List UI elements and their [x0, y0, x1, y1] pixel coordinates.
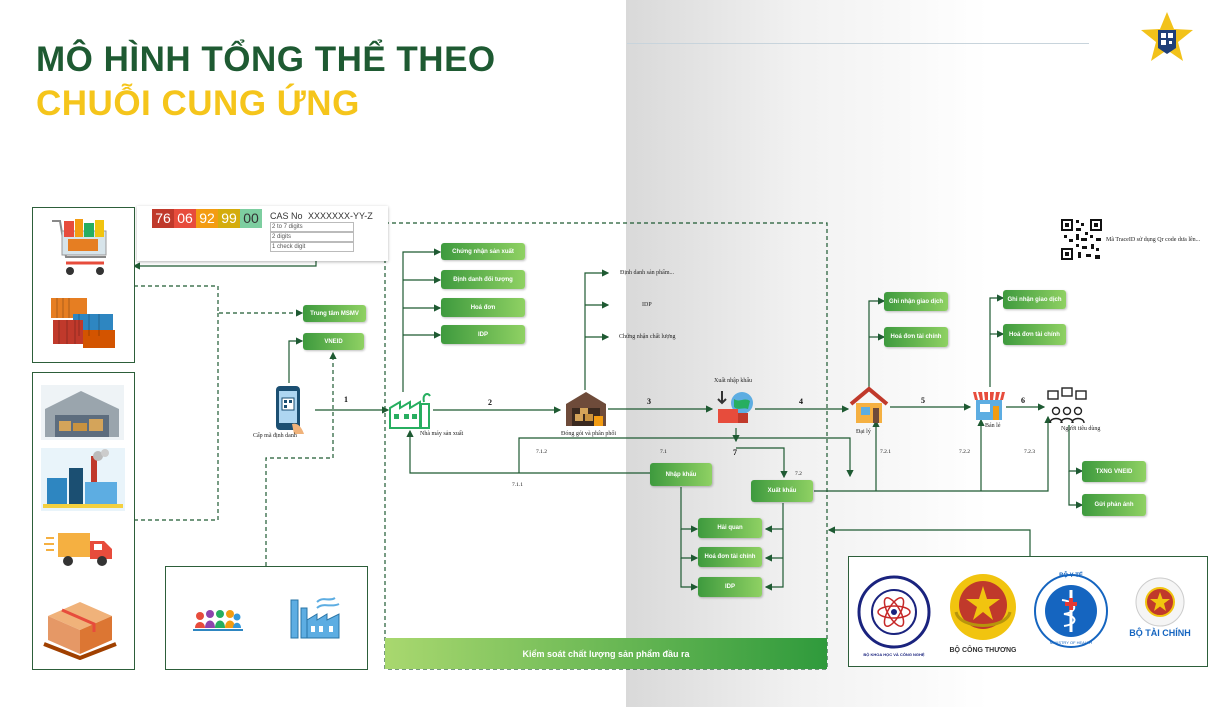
- cargo-pallet-icon: [43, 602, 117, 660]
- retail-shop-icon: [973, 391, 1005, 420]
- step-2: 2: [488, 398, 492, 407]
- retail-output-transaction: Ghi nhận giao dịch: [1003, 290, 1066, 309]
- sub-step-7-2: 7.2: [795, 471, 802, 477]
- digit-cell: 00: [240, 209, 262, 228]
- sub-step-7-2-2: 7.2.2: [959, 449, 970, 455]
- customs-box: Hải quan: [698, 518, 762, 538]
- ms-center-box: Trung tâm MSMV: [303, 305, 366, 322]
- packing-output-product-id: Định danh sản phẩm...: [620, 270, 674, 276]
- step-7: 7: [733, 448, 737, 457]
- customs-financial-invoice-box: Hoá đơn tài chính: [698, 547, 762, 567]
- delivery-truck-icon: [44, 533, 112, 566]
- step-5: 5: [921, 396, 925, 405]
- industrial-plant-icon: [41, 448, 125, 511]
- page-subtitle: CHUỖI CUNG ỨNG: [36, 84, 360, 123]
- import-box: Nhập khẩu: [650, 463, 712, 486]
- factory-output-production-cert: Chứng nhận sản xuất: [441, 243, 525, 260]
- import-export-icon: [717, 391, 753, 423]
- digit-cell: 99: [218, 209, 240, 228]
- packing-warehouse-icon: [566, 392, 606, 426]
- packing-output-idp: IDP: [642, 302, 652, 308]
- digit-cell: 92: [196, 209, 218, 228]
- ministry-trade-name: BỘ CÔNG THƯƠNG: [949, 647, 1017, 654]
- cas-row: 2 to 7 digits: [270, 222, 354, 232]
- sub-step-7-1: 7.1: [660, 449, 667, 455]
- ministry-finance-logo: [1135, 577, 1185, 627]
- phone-label: Cấp mã định danh: [253, 433, 297, 439]
- traceid-qr-code-icon: [1060, 218, 1103, 261]
- retail-label: Bán lẻ: [985, 423, 1001, 429]
- factory-output-idp: IDP: [441, 325, 525, 344]
- people-group-icon: [193, 610, 243, 631]
- sub-step-7-1-1: 7.1.1: [512, 482, 523, 488]
- step-3: 3: [647, 397, 651, 406]
- factory-blueprint-icon: [290, 597, 340, 639]
- ministry-trade-logo: [950, 574, 1016, 640]
- retail-output-financial-invoice: Hoá đơn tài chính: [1003, 324, 1066, 345]
- consumers-icon: [1047, 387, 1087, 424]
- digit-cell: 06: [174, 209, 196, 228]
- step-4: 4: [799, 397, 803, 406]
- import-export-label: Xuất nhập khẩu: [714, 378, 752, 384]
- factory-output-invoice: Hoá đơn: [441, 298, 525, 317]
- factory-output-object-id: Định danh đối tượng: [441, 270, 525, 289]
- header-divider: [627, 43, 1089, 44]
- sub-step-7-1-2: 7.1.2: [536, 449, 547, 455]
- quality-control-bar: Kiểm soát chất lượng sản phẩm đầu ra: [385, 638, 827, 669]
- vneid-box: VNEID: [303, 333, 364, 350]
- consumer-label: Người tiêu dùng: [1061, 426, 1101, 432]
- digit-cell: 76: [152, 209, 174, 228]
- sub-step-7-2-3: 7.2.3: [1024, 449, 1035, 455]
- warehouse-icon: [41, 385, 124, 440]
- factory-label: Nhà máy sản xuất: [420, 431, 464, 437]
- cas-row: 1 check digit: [270, 242, 354, 252]
- packing-label: Đóng gói và phân phối: [561, 431, 616, 437]
- cas-format: XXXXXXX-YY-Z: [308, 211, 373, 221]
- ministry-health-name-bottom: MINISTRY OF HEALTH: [1049, 640, 1093, 645]
- agent-label: Đại lý: [856, 429, 871, 435]
- step-6: 6: [1021, 396, 1025, 405]
- cas-row: 2 digits: [270, 232, 354, 242]
- consumer-output-feedback: Gửi phản ánh: [1082, 494, 1146, 516]
- check-digit-strip: 76 06 92 99 00: [152, 209, 262, 228]
- ministry-finance-name: BỘ TÀI CHÍNH: [1129, 628, 1191, 638]
- ministry-health-name-top: BỘ Y TẾ: [1059, 573, 1083, 579]
- export-box: Xuất khẩu: [751, 480, 813, 502]
- ministry-science-logo: [857, 575, 931, 649]
- ministry-health-logo: [1034, 574, 1108, 648]
- factory-icon: [389, 393, 431, 429]
- agent-output-financial-invoice: Hoá đơn tài chính: [884, 327, 948, 347]
- consumer-output-txng-vneid: TXNG VNEID: [1082, 461, 1146, 482]
- page-title: MÔ HÌNH TỔNG THỂ THEO: [36, 40, 496, 79]
- ministry-science-name: BỘ KHOA HỌC VÀ CÔNG NGHỆ: [863, 652, 925, 657]
- sub-step-7-2-1: 7.2.1: [880, 449, 891, 455]
- qr-caption: Mã TraceID sử dụng Qr code dưa lên...: [1106, 237, 1201, 243]
- qr-star-badge-icon: [1141, 12, 1193, 61]
- step-1: 1: [344, 395, 348, 404]
- shipping-containers-icon: [51, 298, 115, 348]
- packing-output-quality-cert: Chứng nhận chất lượng: [619, 334, 676, 340]
- customs-idp-box: IDP: [698, 577, 762, 597]
- shopping-cart-icon: [52, 219, 107, 275]
- smartphone-qr-icon: [276, 386, 304, 434]
- cas-label: CAS No: [270, 211, 303, 221]
- agent-output-transaction: Ghi nhận giao dịch: [884, 292, 948, 311]
- agent-store-icon: [849, 386, 889, 423]
